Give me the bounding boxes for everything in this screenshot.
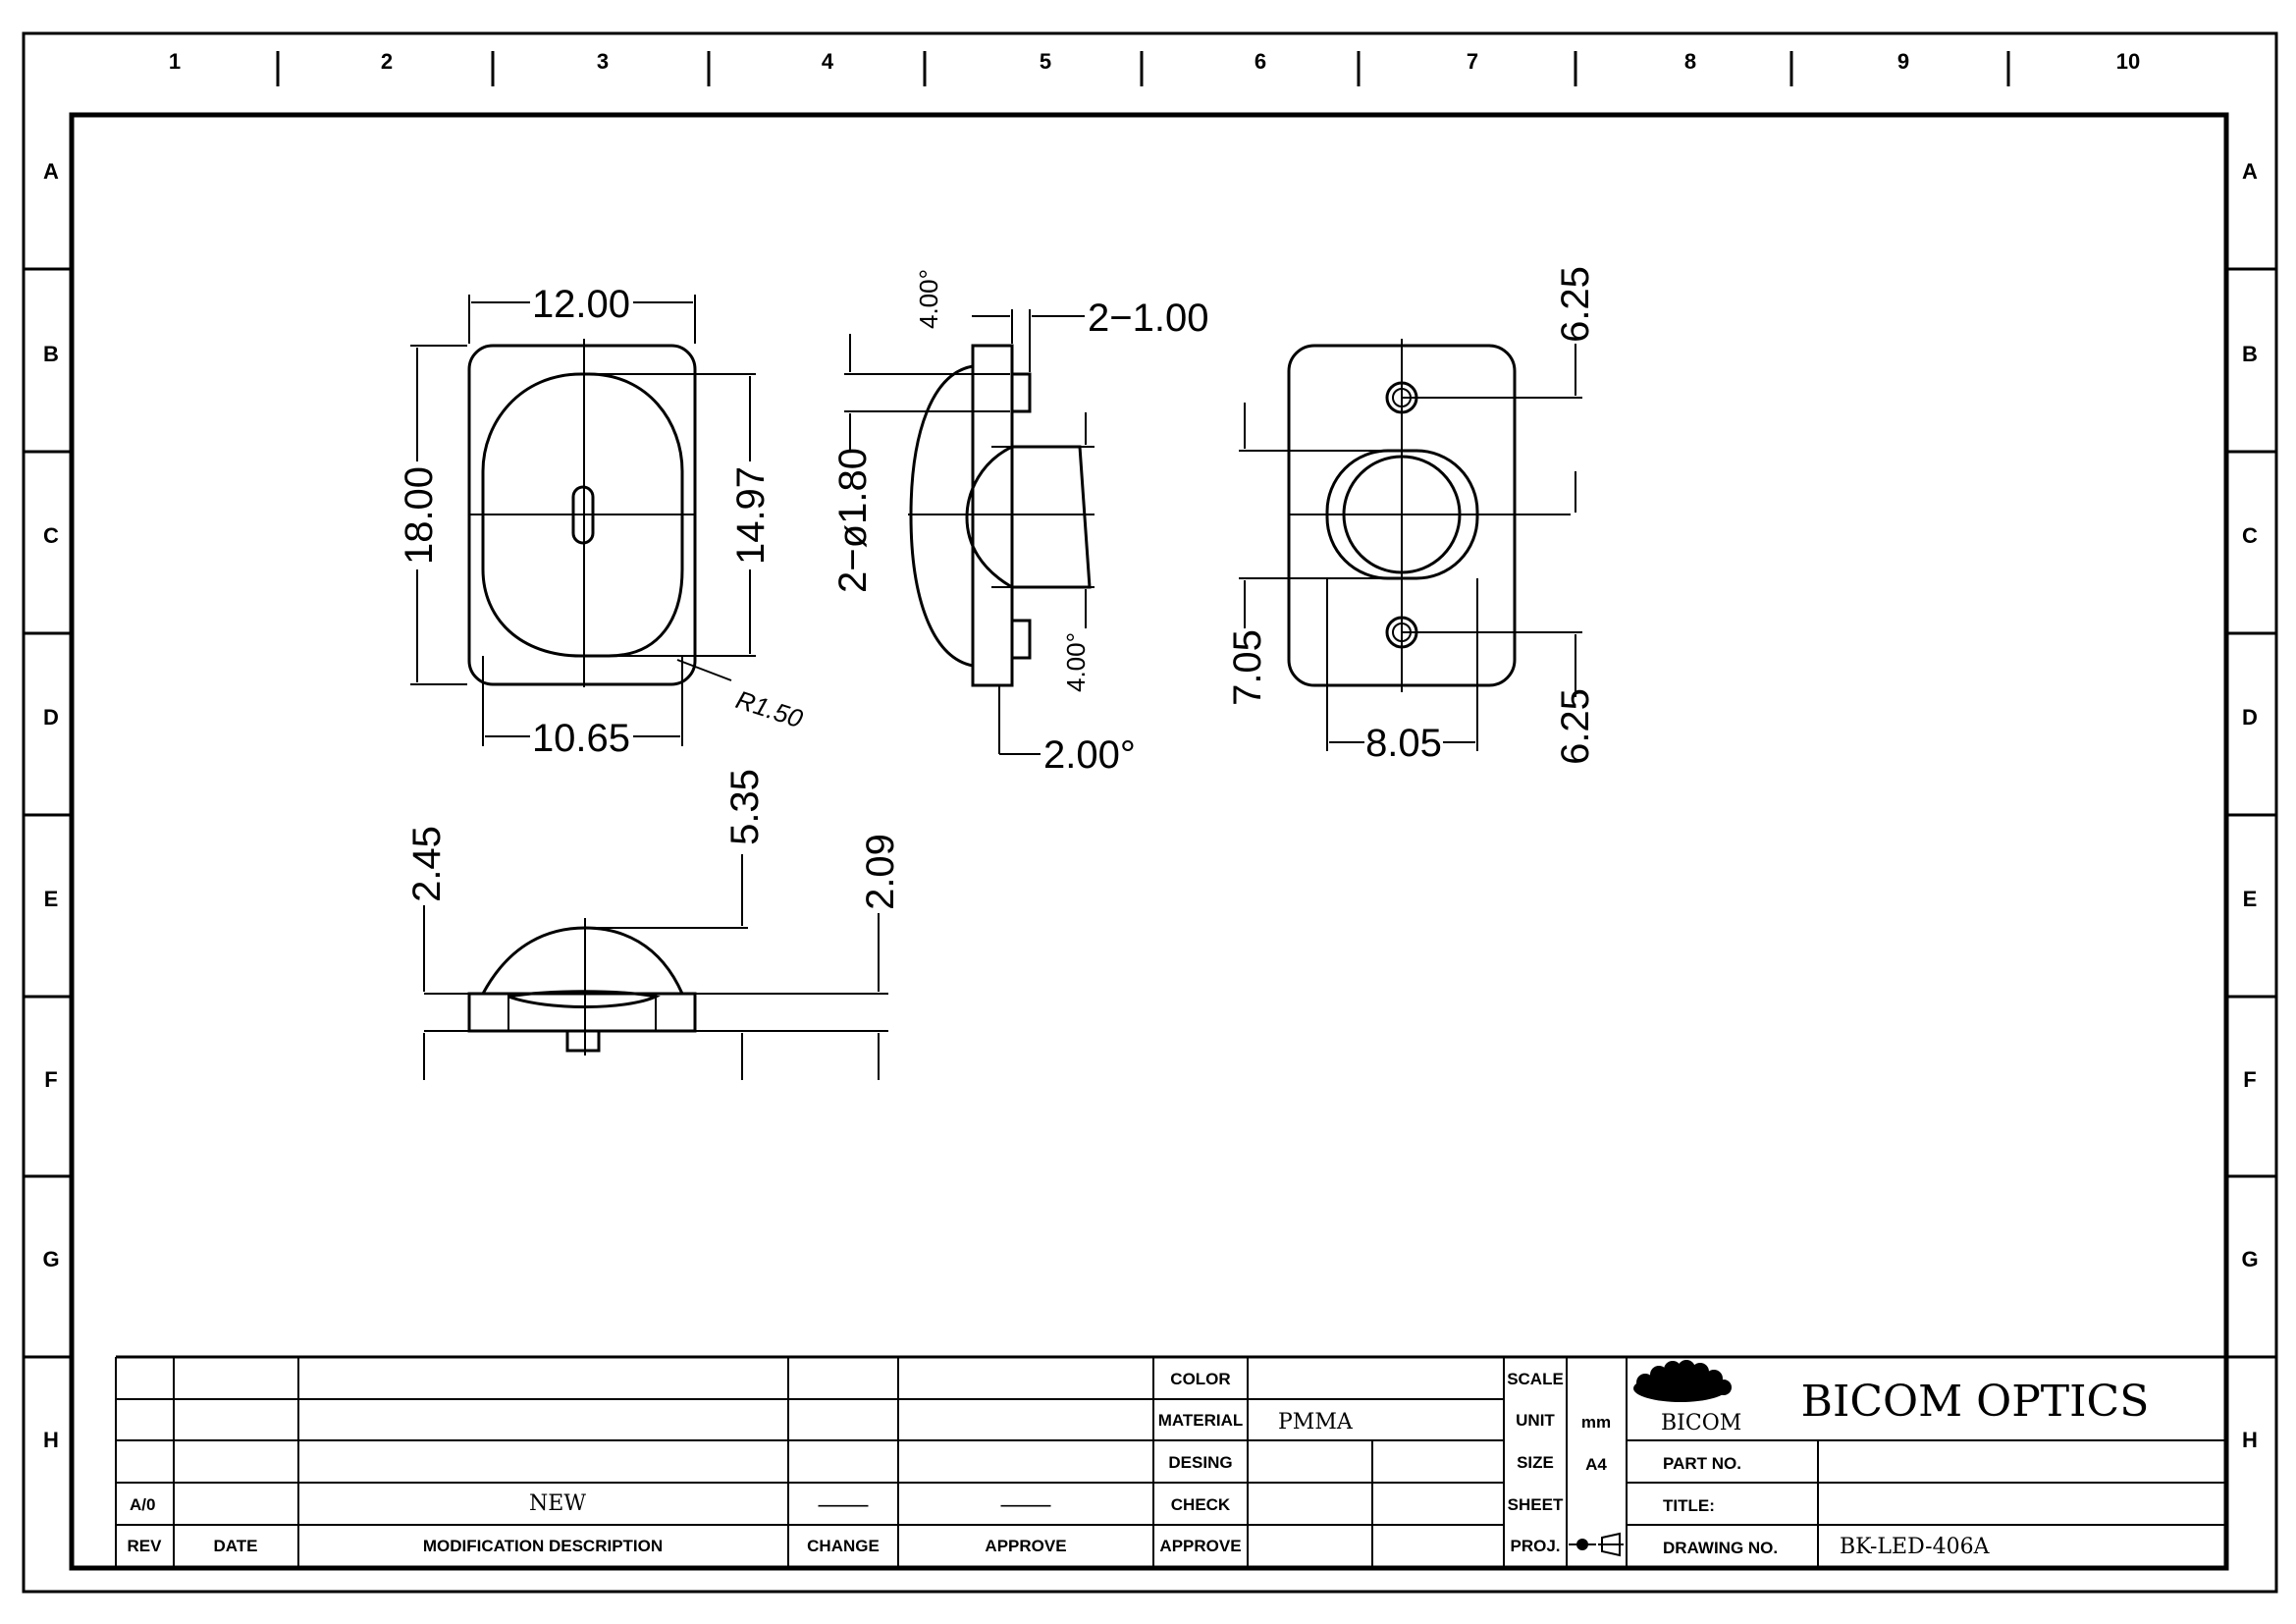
row-label-b-right: B [2242,342,2258,366]
dim-8-05: 8.05 [1365,722,1442,765]
dim-2-1-00: 2−1.00 [1088,297,1208,340]
lbl-approve: APPROVE [1159,1537,1241,1555]
elevation-view: 2.45 5.35 2.09 [405,769,902,1080]
row-label-f: F [44,1067,57,1092]
lbl-title: TITLE: [1663,1496,1715,1515]
lbl-part-no: PART NO. [1663,1454,1741,1473]
row-label-e: E [44,887,59,911]
front-view: 12.00 18.00 14.97 10.65 R1.50 [398,283,807,760]
hdr-date: DATE [213,1537,257,1555]
col-label-2: 2 [381,49,393,74]
dim-14-97: 14.97 [729,466,773,565]
dim-5-35: 5.35 [723,769,767,845]
row-label-a-right: A [2242,159,2258,184]
row-label-b: B [43,342,59,366]
val-drawing-no: BK-LED-406A [1840,1535,1991,1559]
inner-frame [69,112,2229,1571]
side-view: 2−1.00 4.00° 2−ø1.80 4.00° 2.00° [831,269,1208,777]
dim-angle-bottom: 4.00° [1061,632,1091,692]
dim-12-00: 12.00 [532,283,630,326]
dim-angle-top: 4.00° [914,269,943,329]
row-label-c: C [43,523,59,548]
col-label-9: 9 [1897,49,1909,74]
column-ticks [276,51,2010,86]
column-labels: 1 2 3 4 5 6 7 8 9 10 [169,49,2140,74]
col-label-4: 4 [822,49,834,74]
dim-18-00: 18.00 [398,466,441,565]
lbl-scale: SCALE [1507,1370,1564,1388]
title-block: A/0 NEW ——— ——— REV DATE MODIFICATION DE… [115,1355,2226,1568]
elev-pin [565,1029,601,1053]
hdr-approve: APPROVE [985,1537,1066,1555]
row-label-f-right: F [2243,1067,2256,1092]
approve-value: ——— [1001,1495,1051,1514]
front-center-slot [571,485,595,545]
bicom-logo: BICOM [1633,1360,1741,1435]
dim-7-05: 7.05 [1226,629,1269,706]
col-label-1: 1 [169,49,181,74]
side-pin-bottom [1010,619,1032,660]
row-label-d-right: D [2242,705,2258,730]
val-unit: mm [1581,1413,1611,1432]
lbl-check: CHECK [1171,1495,1231,1514]
dim-2-00: 2.00° [1043,733,1136,777]
elev-lens-curve [507,990,661,1008]
back-lens-ring-outer [1325,449,1479,580]
side-lens-cap [965,445,1013,589]
row-label-h-right: H [2242,1428,2258,1452]
lbl-proj: PROJ. [1510,1537,1560,1555]
projection-symbol-icon [1569,1532,1624,1557]
row-ticks [24,267,2276,1359]
side-lens-body [1012,445,1092,589]
row-labels-left: A B C D E F G H [42,159,59,1452]
lbl-drawing-no: DRAWING NO. [1663,1539,1778,1557]
lbl-color: COLOR [1170,1370,1230,1388]
row-label-g: G [42,1247,59,1272]
elev-dome [481,926,684,995]
lbl-desing: DESING [1168,1453,1232,1472]
col-label-7: 7 [1467,49,1478,74]
row-label-h: H [43,1428,59,1452]
dim-6-25-top: 6.25 [1554,266,1597,343]
rev-value: A/0 [130,1495,155,1514]
row-label-a: A [43,159,59,184]
dim-2-dia-1-80: 2−ø1.80 [831,448,875,593]
back-view: 6.25 7.05 8.05 6.25 [1226,266,1597,765]
logo-text: BICOM [1661,1411,1741,1435]
col-label-5: 5 [1040,49,1051,74]
side-pin-top [1010,372,1032,413]
val-size: A4 [1585,1455,1607,1474]
company-name: BICOM OPTICS [1801,1377,2150,1427]
lbl-sheet: SHEET [1508,1495,1564,1514]
lbl-unit: UNIT [1516,1411,1555,1430]
col-label-10: 10 [2116,49,2140,74]
hdr-change: CHANGE [807,1537,880,1555]
col-label-6: 6 [1255,49,1266,74]
dim-r1-50: R1.50 [732,684,807,733]
val-material: PMMA [1278,1410,1354,1435]
row-label-d: D [43,705,59,730]
col-label-3: 3 [597,49,609,74]
dim-2-45: 2.45 [405,826,449,902]
col-label-8: 8 [1684,49,1696,74]
change-value: ——— [819,1495,869,1514]
elev-base [467,992,697,1033]
desc-value: NEW [529,1491,586,1516]
outer-frame [22,31,2278,1594]
row-labels-right: A B C D E F G H [2241,159,2258,1452]
dim-2-09: 2.09 [859,834,902,910]
dim-6-25-bottom: 6.25 [1554,688,1597,765]
dim-10-65: 10.65 [532,717,630,760]
row-label-c-right: C [2242,523,2258,548]
hdr-desc: MODIFICATION DESCRIPTION [423,1537,663,1555]
back-lens-ring-inner [1342,455,1462,574]
row-label-g-right: G [2241,1247,2258,1272]
lbl-size: SIZE [1517,1453,1554,1472]
lbl-material: MATERIAL [1158,1411,1244,1430]
row-label-e-right: E [2243,887,2258,911]
hdr-rev: REV [128,1537,163,1555]
